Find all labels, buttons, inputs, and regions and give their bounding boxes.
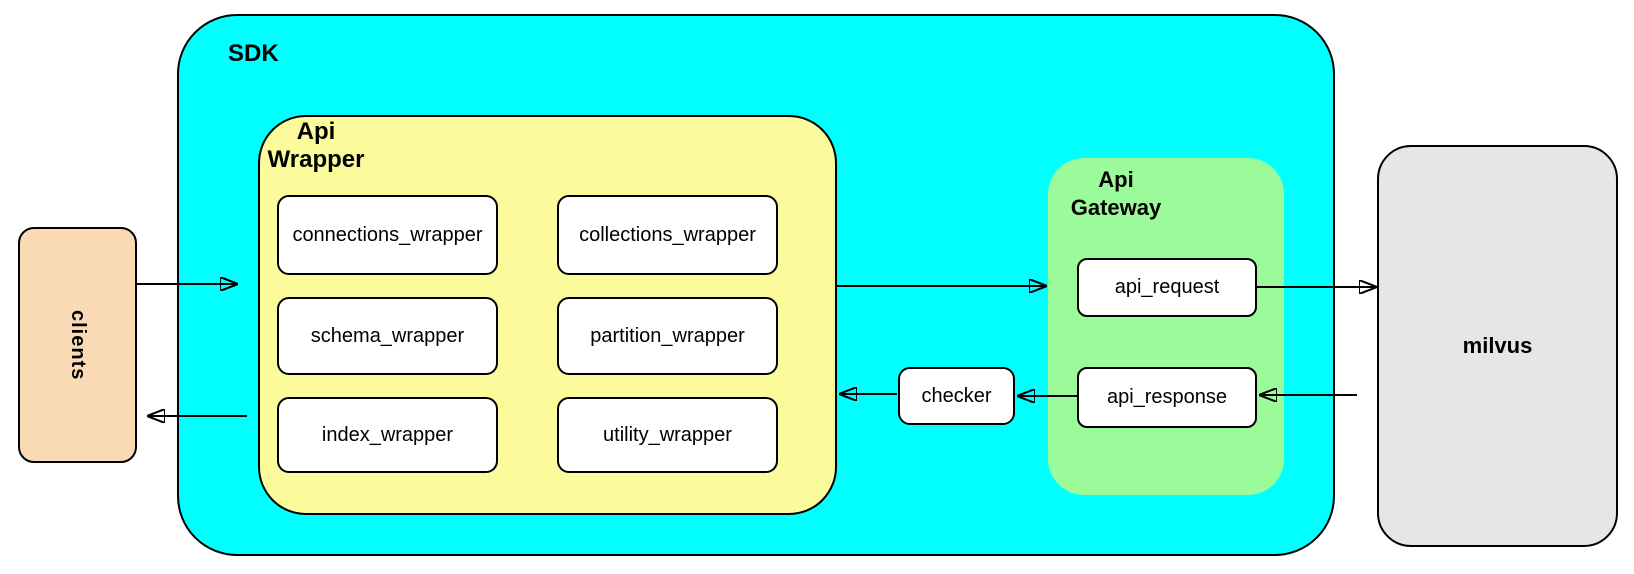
- api-wrapper-label: Api Wrapper: [267, 118, 365, 173]
- sdk-label: SDK: [228, 40, 279, 67]
- node-api-request: api_request: [1077, 258, 1257, 317]
- api-gateway-container: [1048, 158, 1284, 495]
- milvus-node: milvus: [1377, 145, 1618, 547]
- api-gateway-label: Api Gateway: [1070, 167, 1162, 220]
- node-checker: checker: [898, 367, 1015, 425]
- node-utility-wrapper: utility_wrapper: [557, 397, 778, 473]
- node-schema-wrapper: schema_wrapper: [277, 297, 498, 375]
- node-index-wrapper: index_wrapper: [277, 397, 498, 473]
- clients-node: clients: [18, 227, 137, 463]
- milvus-label: milvus: [1462, 333, 1533, 358]
- clients-label: clients: [67, 309, 89, 381]
- node-partition-wrapper: partition_wrapper: [557, 297, 778, 375]
- node-connections-wrapper: connections_wrapper: [277, 195, 498, 275]
- node-api-response: api_response: [1077, 367, 1257, 428]
- node-collections-wrapper: collections_wrapper: [557, 195, 778, 275]
